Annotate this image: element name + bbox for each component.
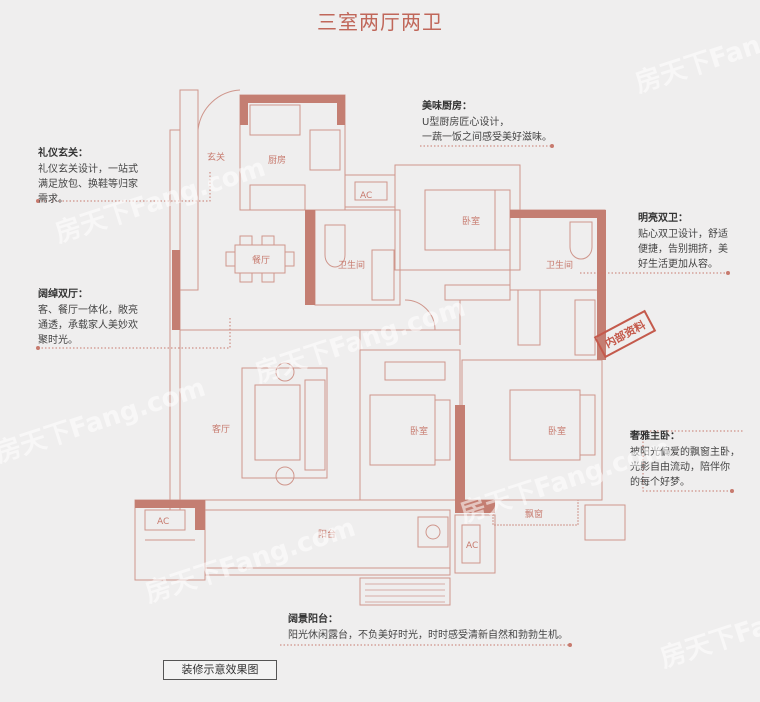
label-bedroom-top: 卧室: [462, 215, 480, 227]
note-bathrooms: 明亮双卫： 贴心双卫设计，舒适 便捷，告别拥挤，美 好生活更加从容。: [638, 213, 728, 270]
ac-unit-right: [454, 514, 496, 574]
note-kitchen: 美味厨房： U型厨房匠心设计， 一蔬一饭之间感受美好滋味。: [422, 101, 552, 143]
label-ac-left: AC: [157, 517, 169, 527]
balcony-steps: [359, 577, 451, 606]
plan-title: 三室两厅两卫: [317, 10, 443, 34]
note-balcony: 阔景阳台： 阳光休闲露台，不负美好时光，时时感受清新自然和勃勃生机。: [288, 614, 568, 641]
label-dining: 餐厅: [252, 254, 270, 266]
label-kitchen: 厨房: [268, 154, 286, 166]
label-balcony: 阳台: [318, 528, 336, 540]
wardrobe-mid: [384, 361, 446, 381]
entry-door-arc: [197, 89, 241, 131]
entrance-cabinet: [179, 89, 199, 291]
note-entrance: 礼仪玄关： 礼仪玄关设计，一站式 满足放包、换鞋等归家 需求。: [38, 148, 138, 205]
label-living: 客厅: [212, 423, 230, 435]
label-bath2: 卫生间: [546, 259, 573, 271]
label-ac-top: AC: [360, 191, 372, 201]
label-bay-window: 飘窗: [525, 508, 543, 520]
note-master-bedroom: 奢雅主卧： 被阳光偏爱的飘窗主卧， 光影自由流动，陪伴你 的每个好梦。: [630, 431, 740, 488]
wall-segment: [172, 250, 180, 330]
wardrobe-top: [444, 284, 511, 301]
bedroom-top-outline: [394, 164, 521, 271]
label-bath1: 卫生间: [338, 259, 365, 271]
note-living: 阔绰双厅： 客、餐厅一体化，敞亮 通透，承载家人美妙欢 聚时光。: [38, 289, 138, 346]
label-bedroom-mid: 卧室: [410, 425, 428, 437]
label-entrance: 玄关: [207, 151, 225, 163]
label-bedroom-master: 卧室: [548, 425, 566, 437]
caption-label: 装修示意效果图: [163, 660, 277, 680]
sofa-set: [241, 367, 328, 479]
label-ac-right: AC: [466, 541, 478, 551]
bath1-outline: [314, 209, 401, 306]
